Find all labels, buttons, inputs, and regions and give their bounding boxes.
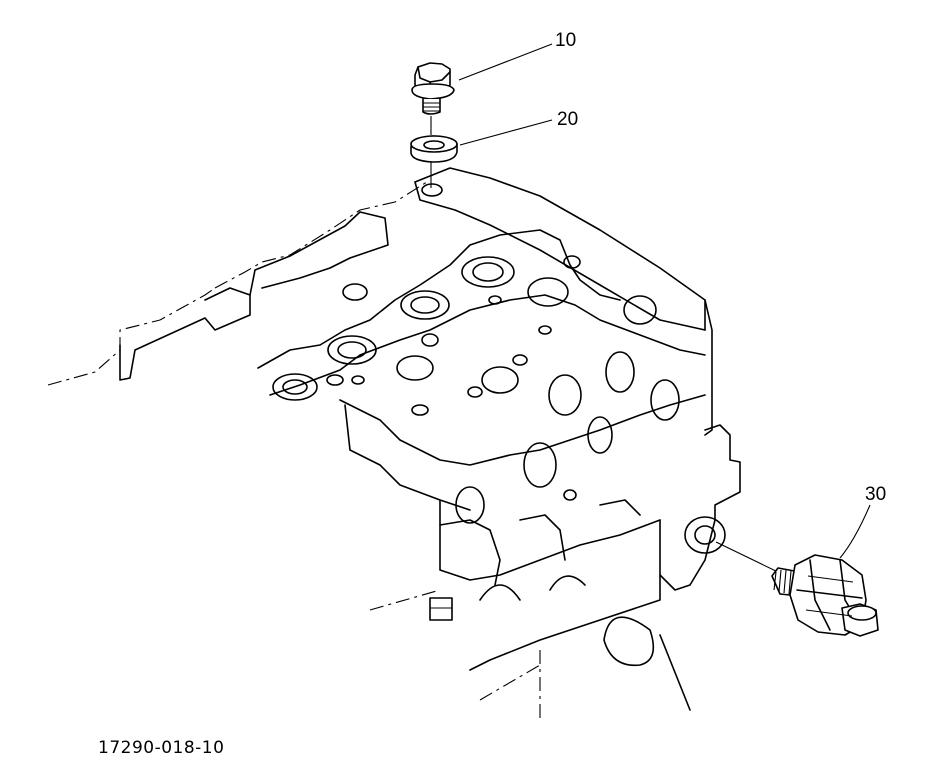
washer-part — [410, 135, 458, 197]
callout-label-20: 20 — [557, 109, 579, 130]
leader-line-20 — [459, 119, 553, 146]
flange-bolt-part — [411, 62, 455, 135]
callout-label-10: 10 — [555, 30, 577, 51]
sensor-part — [715, 541, 879, 637]
figure-number: 17290-018-10 — [98, 738, 225, 758]
cylinder-head — [47, 167, 741, 720]
leader-line-10 — [458, 43, 553, 81]
callout-label-30: 30 — [865, 484, 887, 505]
leader-line-30 — [839, 504, 871, 559]
